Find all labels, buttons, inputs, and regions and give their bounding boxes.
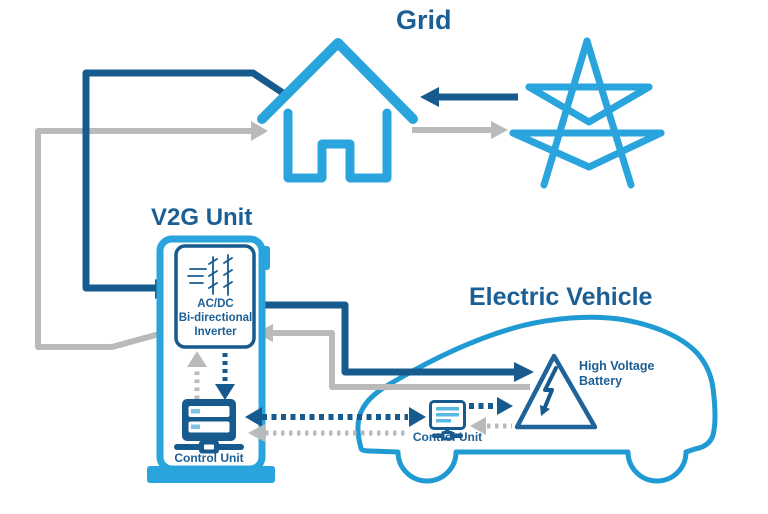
arrowhead-gray-into-house [251,121,268,141]
lightning-bolt-icon [540,366,558,416]
high-voltage-triangle-icon [514,353,598,430]
flow-house-to-station-navy [82,69,287,292]
arrowhead-navy-into-battery-small [497,397,513,415]
battery-label-line1: High Voltage [579,359,655,373]
arrowhead-gray-left-into-v2g-cu [248,424,265,442]
circuit-icon [187,254,233,296]
server-icon [174,399,244,454]
arrowhead-navy-right-into-ev-cu [409,407,426,427]
monitor-icon [429,400,466,441]
transmission-tower-icon [509,37,665,189]
inverter-box [174,244,256,349]
inverter-label-line1: AC/DC [197,298,234,310]
v2g-control-unit-label: Control Unit [174,451,244,465]
flow-station-to-house-gray [35,128,256,350]
grid-title: Grid [396,5,452,35]
flow-inverter-to-battery-navy [254,301,515,376]
battery-label-line2: Battery [579,374,623,388]
inverter-label-line2: Bi-directional [178,312,253,324]
arrowhead-gray-into-ev-cu [470,417,486,435]
arrowhead-navy-left-into-v2g-cu [245,407,262,427]
house-icon [257,38,418,183]
car-outline-icon [355,314,718,484]
high-voltage-battery-label: High Voltage Battery [579,359,669,389]
ev-control-unit-label: Control Unit [412,430,483,444]
arrowhead-gray-into-pylon [491,121,508,139]
v2g-unit-title: V2G Unit [151,204,253,231]
arrowhead-gray-up [187,351,207,367]
inverter-label-line3: Inverter [194,326,237,338]
arrowhead-navy-into-battery [514,362,534,382]
inverter-label: AC/DC Bi-directional Inverter [177,297,254,339]
flow-battery-to-inverter-gray [272,330,530,390]
arrowhead-navy-into-house [420,87,439,107]
electric-vehicle-title: Electric Vehicle [469,283,653,311]
arrowhead-navy-down [215,384,235,400]
